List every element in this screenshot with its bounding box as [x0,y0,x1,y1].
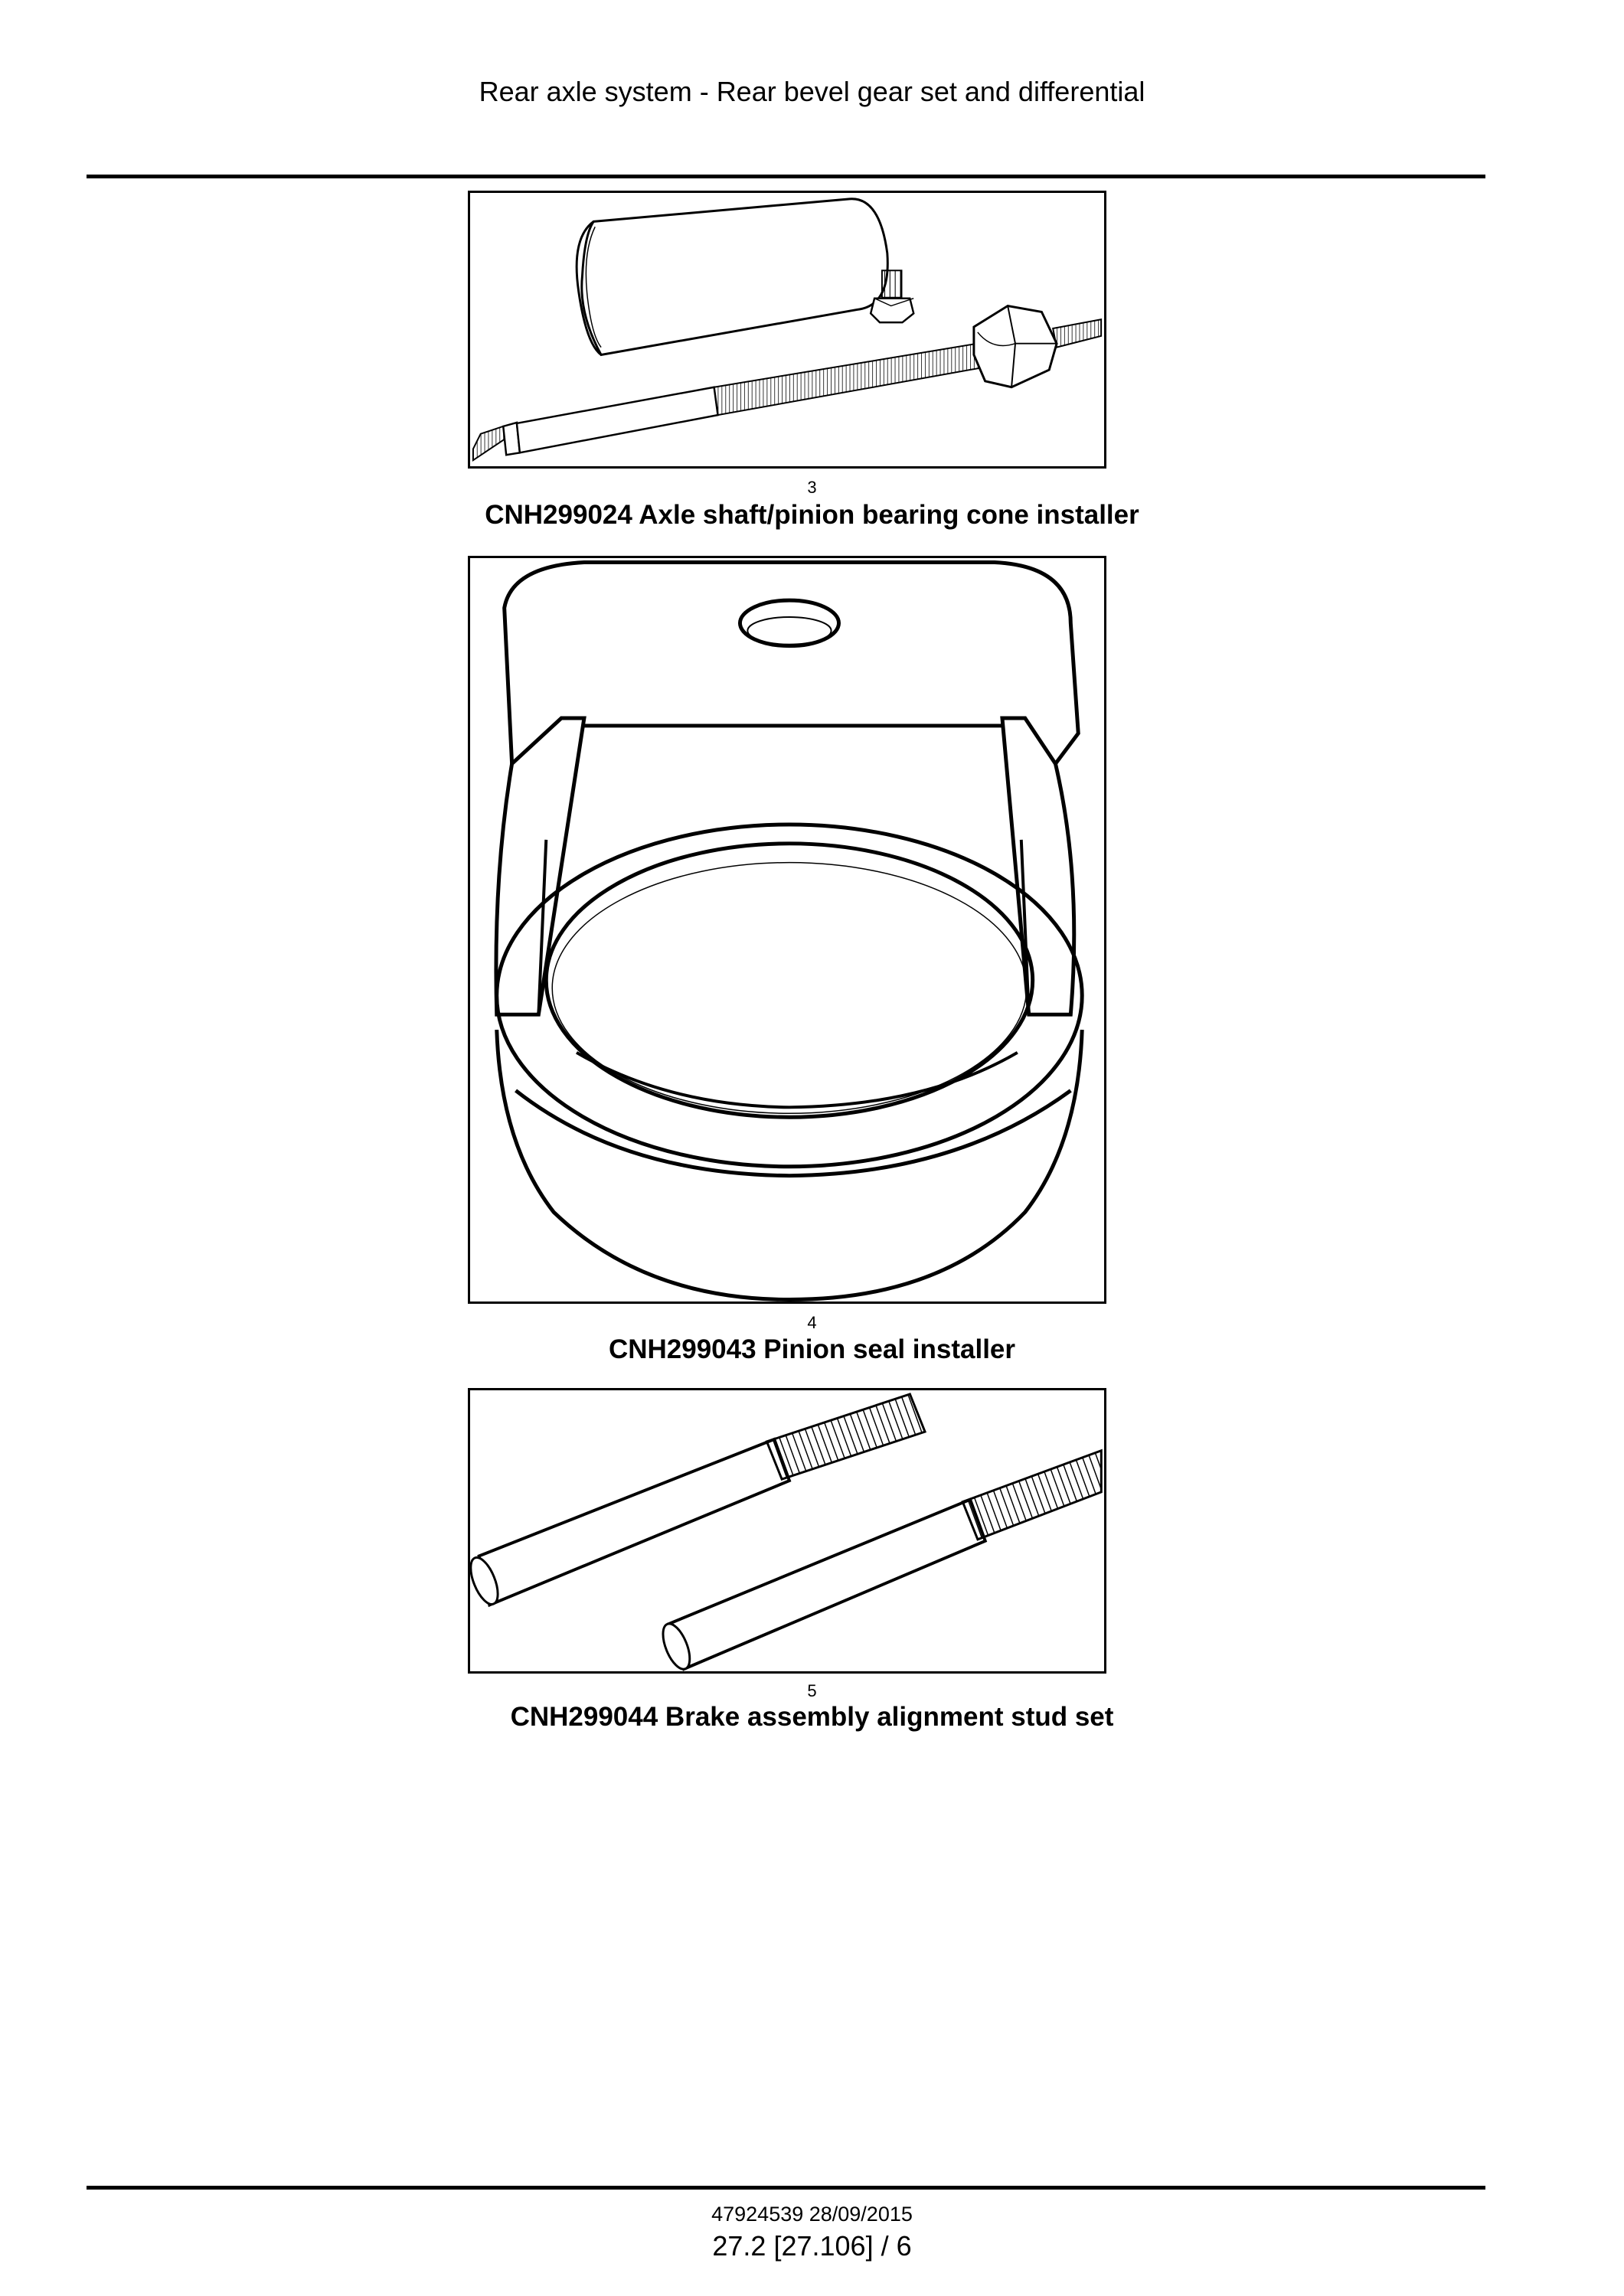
figure-4-caption: CNH299043 Pinion seal installer [608,1334,1016,1364]
bearing-cone-installer-illustration [472,198,1103,462]
footer-page-ref: 27.2 [27.106] / 6 [712,2230,912,2262]
footer-doc-id: 47924539 28/09/2015 [711,2203,913,2226]
page-header-title: Rear axle system - Rear bevel gear set a… [479,76,1145,107]
figure-5-number: 5 [807,1681,817,1700]
figure-5-caption: CNH299044 Brake assembly alignment stud … [510,1702,1114,1732]
figure-4-frame [468,556,1106,1304]
alignment-stud-set-illustration [470,1393,1103,1671]
footer-rule [87,2186,1485,2190]
figure-3-number: 3 [807,478,817,497]
figure-3-frame [468,191,1106,469]
figure-4-number: 4 [807,1313,817,1332]
pinion-seal-installer-illustration [494,560,1084,1302]
figure-3-caption: CNH299024 Axle shaft/pinion bearing cone… [485,500,1139,530]
header-rule [87,175,1485,178]
figure-5-frame [468,1388,1106,1674]
